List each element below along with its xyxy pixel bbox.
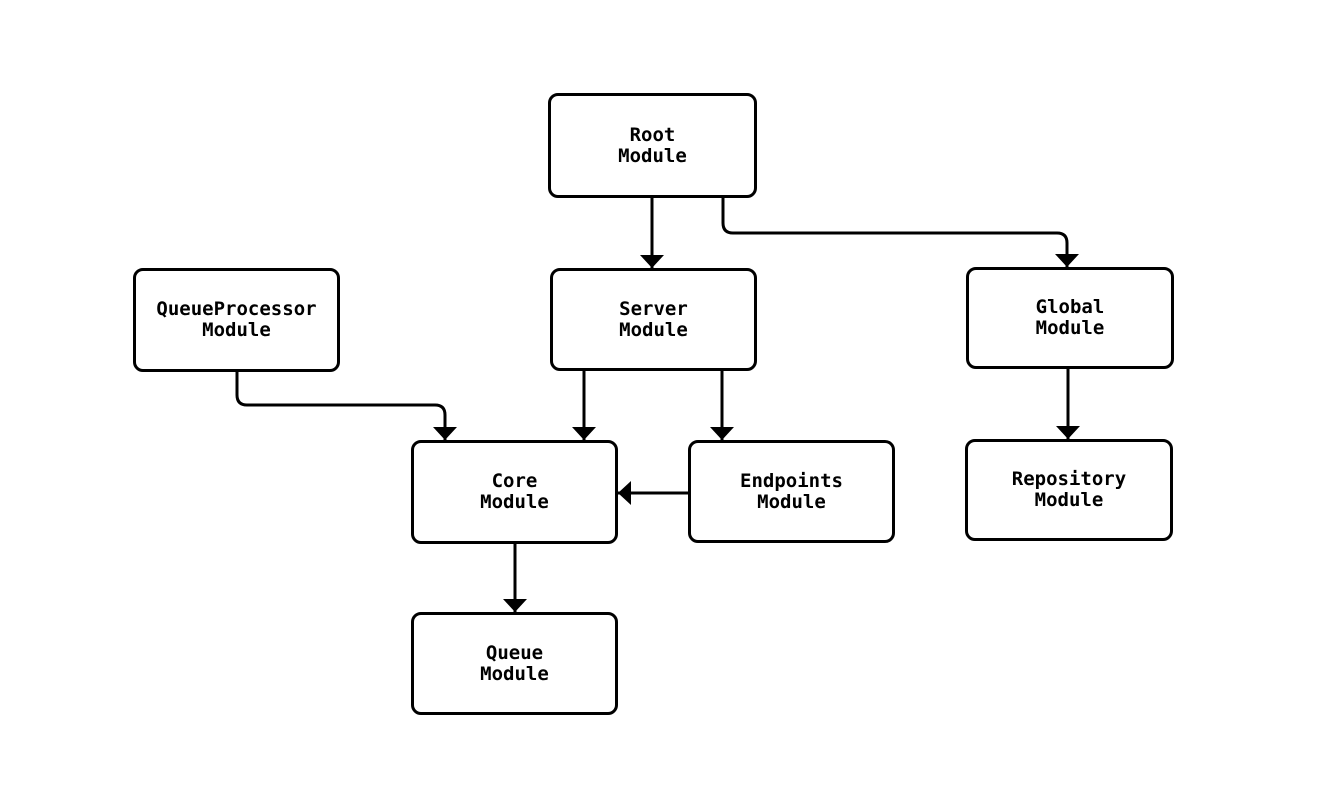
node-endpoints-module: Endpoints Module: [688, 440, 895, 543]
node-queueprocessor-module: QueueProcessor Module: [133, 268, 340, 372]
node-root-module: Root Module: [548, 93, 757, 198]
node-label-core-module: Core Module: [480, 470, 549, 513]
node-core-module: Core Module: [411, 440, 618, 544]
node-global-module: Global Module: [966, 267, 1174, 369]
node-label-server-module: Server Module: [619, 297, 688, 341]
node-label-endpoints-module: Endpoints Module: [740, 469, 843, 513]
node-queue-module: Queue Module: [411, 612, 618, 715]
node-label-repository-module: Repository Module: [1011, 468, 1127, 511]
node-label-queueprocessor-module: QueueProcessor Module: [156, 298, 317, 341]
edge-queueprocessor-module-to-core-module: [235, 372, 457, 440]
node-label-queue-module: Queue Module: [480, 641, 549, 685]
node-label-global-module: Global Module: [1035, 296, 1105, 339]
node-repository-module: Repository Module: [965, 439, 1173, 541]
node-server-module: Server Module: [550, 268, 757, 371]
node-label-root-module: Root Module: [618, 123, 687, 167]
edge-root-module-to-global-module: [721, 198, 1079, 267]
